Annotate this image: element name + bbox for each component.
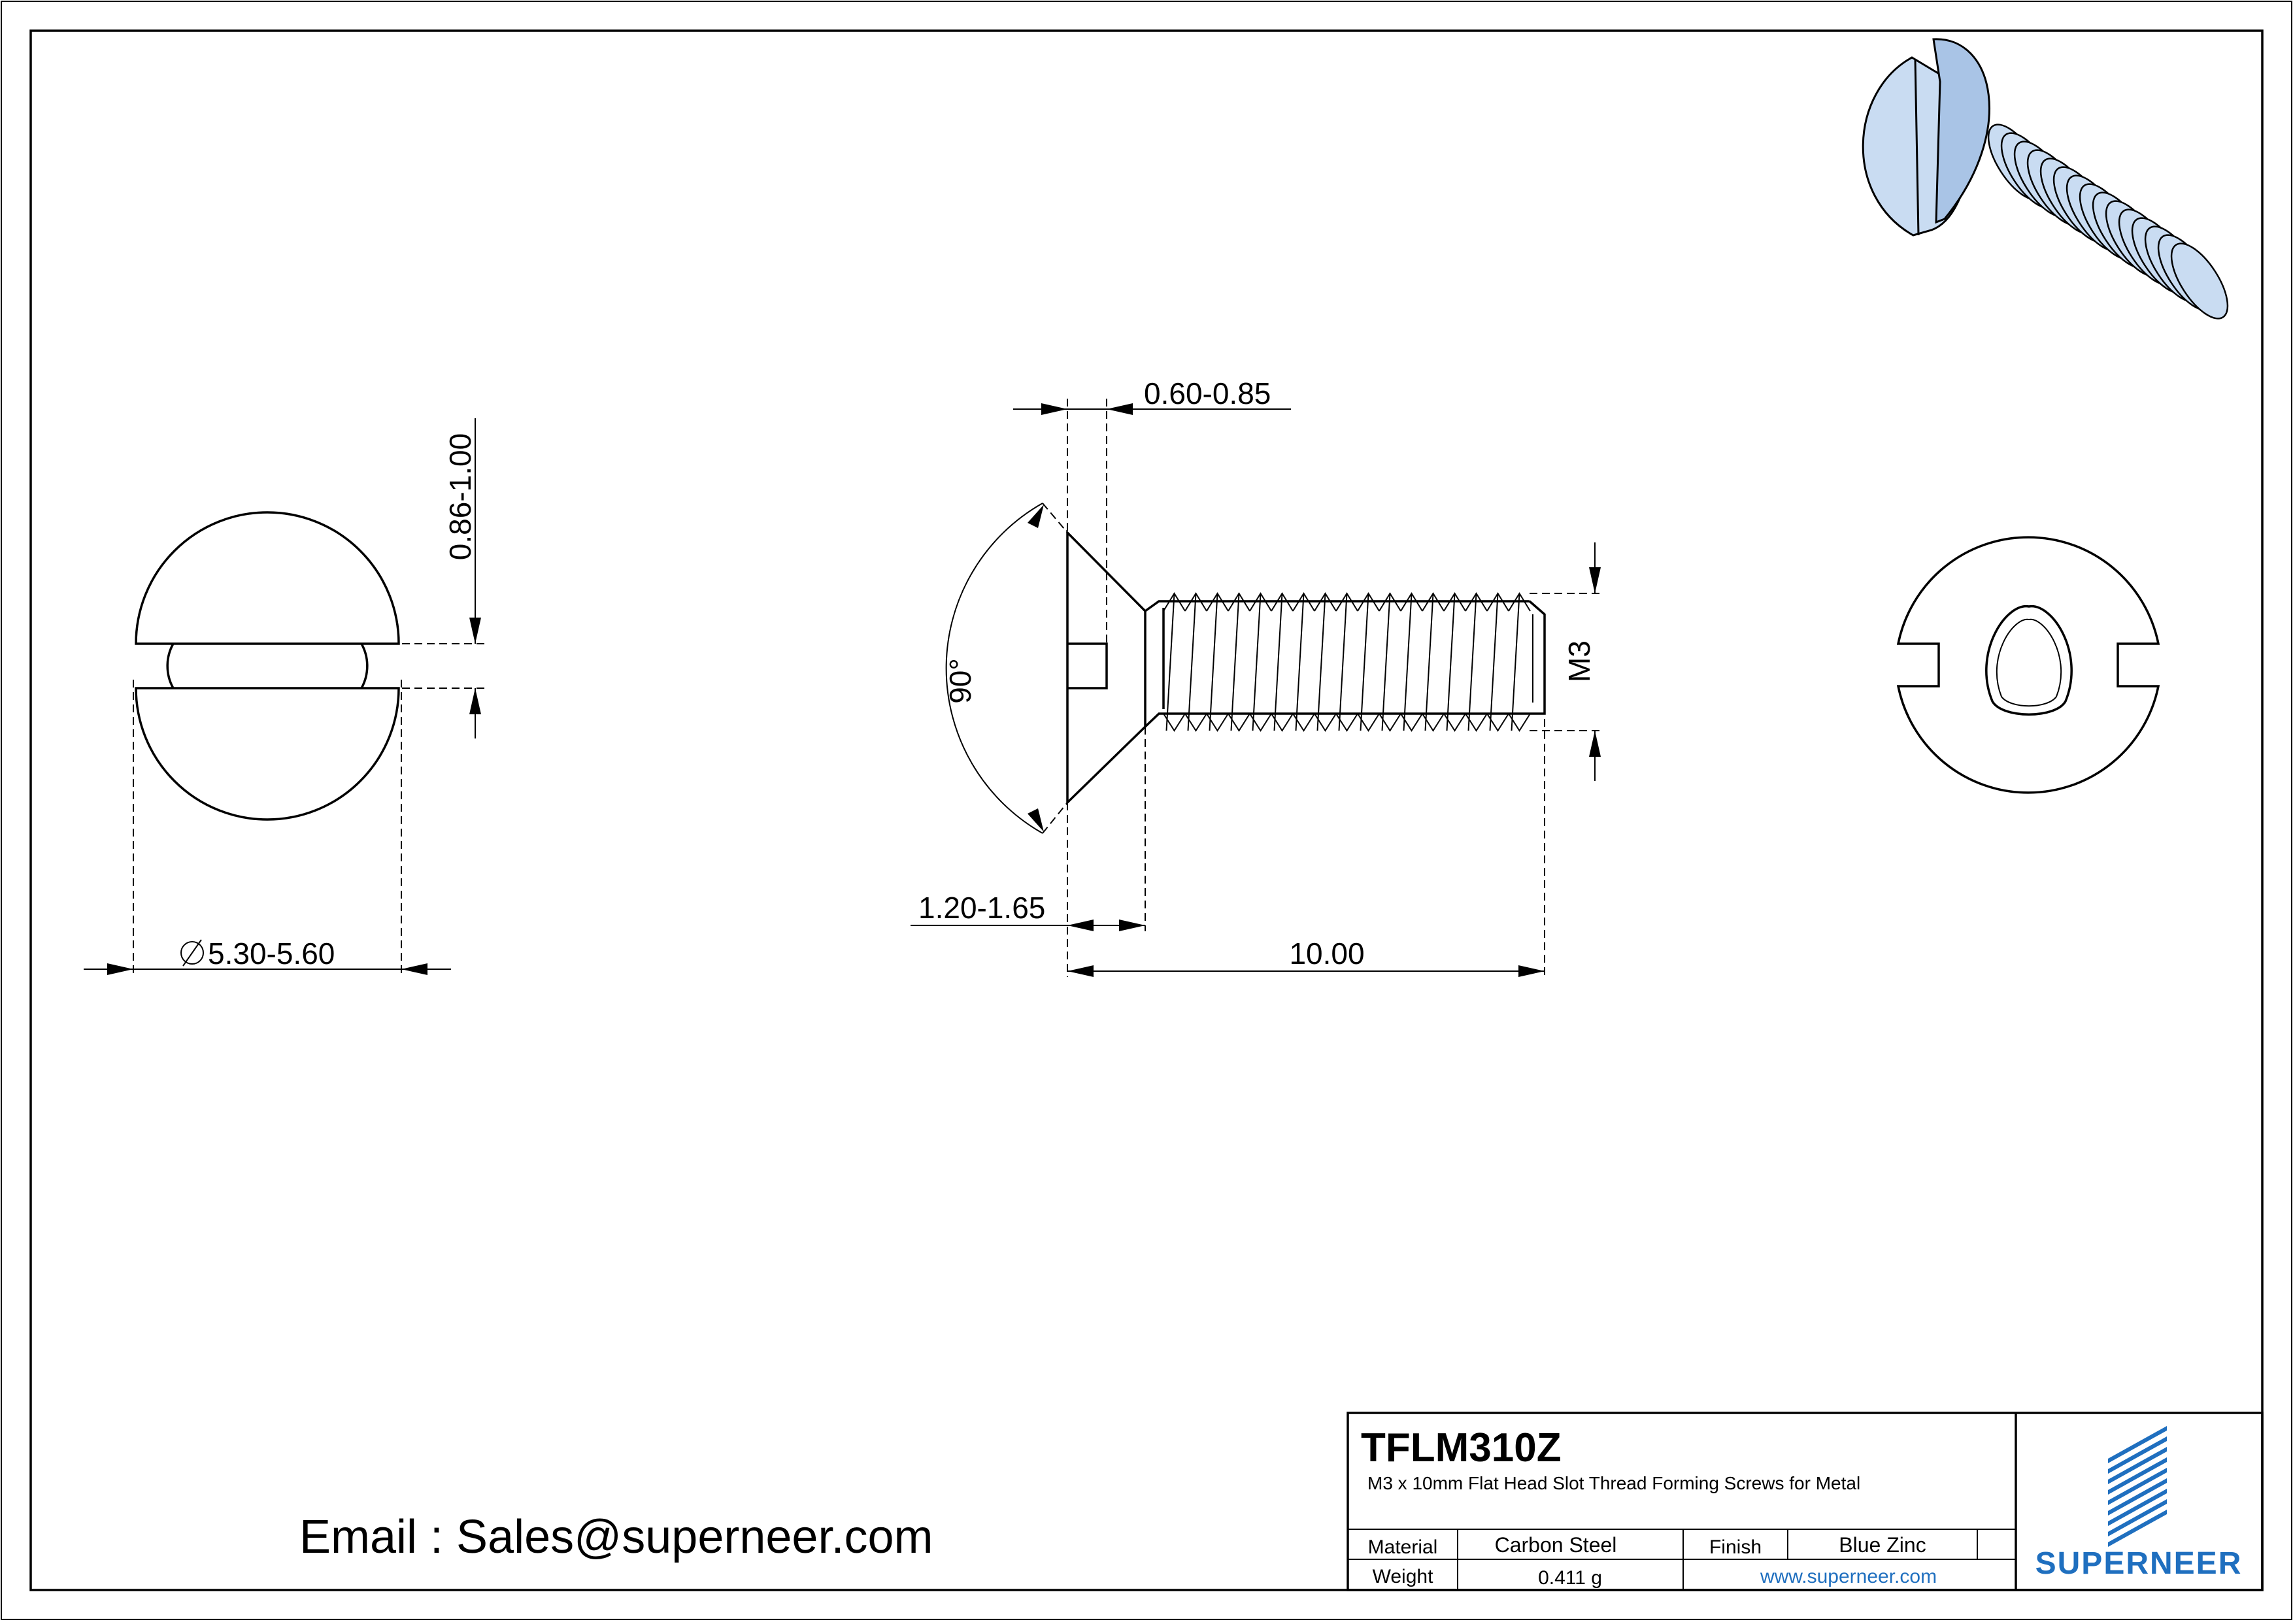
- arrowhead: [401, 963, 427, 975]
- thread-flank: [1295, 593, 1305, 731]
- weight-value: 0.411 g: [1538, 1567, 1602, 1589]
- arrowhead: [1067, 965, 1094, 977]
- slot-edge: [1914, 58, 1920, 236]
- arrowhead: [1119, 920, 1145, 931]
- logo-stripe: [2108, 1468, 2167, 1505]
- thread-label: M3: [1562, 640, 1596, 682]
- logo-stripe: [2108, 1436, 2167, 1474]
- thread-teeth: [1163, 592, 1531, 732]
- thread-flank: [1446, 593, 1456, 731]
- finish-value: Blue Zinc: [1839, 1533, 1926, 1557]
- logo-stripe: [2108, 1426, 2167, 1463]
- thread-flank: [1338, 593, 1348, 731]
- slot-width-label: 0.60-0.85: [1144, 376, 1271, 410]
- trilobular-inner: [1996, 618, 2062, 707]
- part-description: M3 x 10mm Flat Head Slot Thread Forming …: [1367, 1473, 1860, 1493]
- thread-flank: [1273, 593, 1283, 731]
- thread-tip: [1528, 600, 1546, 715]
- head-face-right: [1932, 38, 1990, 224]
- slot-left-arc: [166, 643, 175, 689]
- head-height-label: 1.20-1.65: [918, 891, 1045, 925]
- head-lower-half: [135, 687, 400, 821]
- thread-flank: [1230, 593, 1240, 731]
- screw-3d-preview: [1862, 38, 2229, 320]
- head-outline: [1896, 536, 2160, 794]
- thread-flank: [1511, 593, 1520, 731]
- trilobular-outer: [1985, 605, 2073, 716]
- arrowhead: [1041, 403, 1067, 415]
- thread-flank: [1403, 593, 1413, 731]
- inner-border: [29, 29, 2264, 1591]
- diameter-symbol: [182, 939, 202, 967]
- thread-flank: [1489, 593, 1499, 731]
- diameter-symbol: [180, 941, 204, 965]
- finish-label: Finish: [1709, 1536, 1762, 1558]
- logo-stripe: [2108, 1489, 2167, 1526]
- thread-flank: [1209, 593, 1218, 731]
- weight-label: Weight: [1373, 1566, 1433, 1587]
- thread-ring: [2170, 242, 2229, 320]
- arrowhead: [1028, 808, 1044, 832]
- arrowhead: [469, 618, 481, 644]
- head-upper-half: [135, 511, 400, 645]
- head-diameter-label: 5.30-5.60: [208, 936, 335, 970]
- logo-stripe: [2108, 1447, 2167, 1484]
- head-top-view: 0.86-1.00 5.30-5.60: [84, 418, 487, 977]
- arrowhead: [1589, 567, 1601, 593]
- brand-name: SUPERNEER: [2035, 1546, 2243, 1581]
- arrowhead: [1107, 403, 1133, 415]
- material-value: Carbon Steel: [1495, 1533, 1617, 1557]
- thread-flank: [1165, 593, 1175, 731]
- side-view: 0.60-0.85 90° 1.20-1.65 10.00 M3: [911, 376, 1603, 977]
- arrowhead: [107, 963, 133, 975]
- angle-label: 90°: [943, 658, 977, 704]
- arrowhead: [1589, 731, 1601, 757]
- thread-flank: [1187, 593, 1197, 731]
- part-number: TFLM310Z: [1361, 1425, 1562, 1470]
- thread-flank: [1360, 593, 1369, 731]
- slot-depth-label: 0.86-1.00: [443, 433, 477, 560]
- arrowhead: [1028, 505, 1044, 528]
- arrowhead: [1067, 920, 1094, 931]
- website-link[interactable]: www.superneer.com: [1760, 1566, 1937, 1587]
- slot-right-arc: [360, 643, 369, 689]
- thread-3d: [1987, 124, 2229, 320]
- length-label: 10.00: [1289, 936, 1364, 970]
- title-block-frame: [1347, 1412, 2264, 1591]
- thread-flank: [1424, 593, 1434, 731]
- thread-flank: [1252, 593, 1262, 731]
- bottom-view: [1896, 536, 2160, 794]
- thread-flank: [1467, 593, 1477, 731]
- thread-flank: [1381, 593, 1391, 731]
- thread-flank: [1316, 593, 1326, 731]
- angle-arc: [945, 503, 1043, 834]
- title-block: TFLM310Z M3 x 10mm Flat Head Slot Thread…: [1347, 1412, 2264, 1591]
- logo-stripe: [2108, 1499, 2167, 1536]
- logo-stripe: [2108, 1478, 2167, 1516]
- ext-line: [1042, 802, 1068, 834]
- thread-major-bottom: [1144, 712, 1530, 728]
- slot-outline: [1067, 642, 1108, 689]
- logo-stripe: [2108, 1510, 2167, 1547]
- material-label: Material: [1368, 1536, 1438, 1558]
- superneer-logo-icon: [2108, 1426, 2167, 1547]
- logo-stripe: [2108, 1457, 2167, 1495]
- ext-line: [1042, 503, 1068, 533]
- arrowhead: [469, 688, 481, 714]
- arrowhead: [1518, 965, 1545, 977]
- contact-email[interactable]: Email : Sales@superneer.com: [299, 1511, 933, 1563]
